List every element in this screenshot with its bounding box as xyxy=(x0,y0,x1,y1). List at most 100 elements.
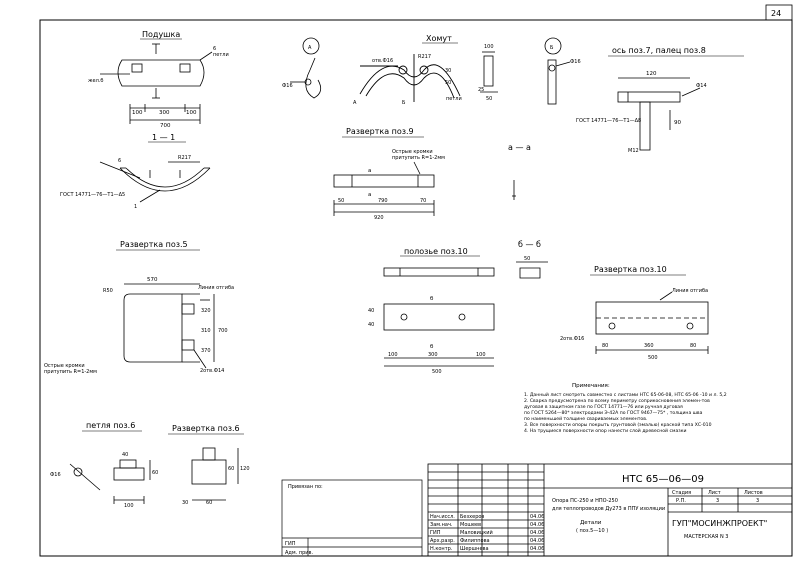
view-title-petlya6: петля поз.6 xyxy=(86,421,135,430)
svg-text:500: 500 xyxy=(432,369,442,375)
svg-text:Зам.нач.: Зам.нач. xyxy=(430,522,453,528)
svg-text:б: б xyxy=(430,344,434,350)
svg-text:310: 310 xyxy=(201,328,211,334)
sheet-number: 24 xyxy=(771,9,781,18)
org-name: ГУП"МОСИНЖПРОЕКТ" xyxy=(672,519,767,528)
svg-text:50: 50 xyxy=(524,256,530,262)
svg-text:700: 700 xyxy=(160,123,171,129)
svg-text:Линия отгиба: Линия отгиба xyxy=(672,288,708,294)
svg-text:3: 3 xyxy=(756,498,759,504)
svg-text:Лист: Лист xyxy=(708,490,721,496)
view-title-os-palec: ось поз.7, палец поз.8 xyxy=(612,46,706,55)
privyazan-block xyxy=(281,479,423,557)
drawing-code: НТС 65—06—09 xyxy=(622,474,704,485)
svg-text:А: А xyxy=(308,45,312,51)
svg-text:ГИП: ГИП xyxy=(430,530,441,536)
svg-text:Нач.иссл.: Нач.иссл. xyxy=(430,514,455,520)
svg-text:370: 370 xyxy=(201,348,211,354)
svg-text:40: 40 xyxy=(368,308,374,314)
svg-text:а: а xyxy=(368,192,371,198)
section-title-1-1: 1 — 1 xyxy=(152,133,175,142)
svg-text:04.06: 04.06 xyxy=(530,538,544,544)
svg-text:ГИП: ГИП xyxy=(285,541,296,547)
svg-text:60: 60 xyxy=(228,466,234,472)
note-1: 1. Данный лист смотреть совместно с лист… xyxy=(524,391,727,398)
svg-text:30: 30 xyxy=(182,500,188,506)
svg-text:100: 100 xyxy=(124,503,134,509)
note-3: 3. Все поверхности опоры покрыть грунтов… xyxy=(524,421,712,428)
callout-b xyxy=(544,37,562,55)
svg-text:отв.Ф16: отв.Ф16 xyxy=(372,58,393,64)
note-2c: по ГОСТ 5264—80* электродами Э-42А по ГО… xyxy=(524,410,703,416)
svg-text:100: 100 xyxy=(476,352,486,358)
svg-text:а: а xyxy=(368,168,371,174)
svg-text:Острые кромки: Острые кромки xyxy=(44,363,85,369)
svg-text:( поз.5—10 ): ( поз.5—10 ) xyxy=(576,528,608,534)
svg-text:1: 1 xyxy=(134,204,137,210)
svg-text:40: 40 xyxy=(368,322,374,328)
svg-text:920: 920 xyxy=(374,215,384,221)
svg-text:60: 60 xyxy=(152,470,158,476)
svg-text:притупить R=1-2мм: притупить R=1-2мм xyxy=(44,369,97,375)
sheet-number-box xyxy=(765,4,793,21)
svg-text:90: 90 xyxy=(674,120,681,126)
svg-text:М12: М12 xyxy=(628,148,639,154)
razvertka6-view xyxy=(191,447,239,501)
svg-text:Маловицкий: Маловицкий xyxy=(460,529,493,536)
svg-text:60: 60 xyxy=(206,500,212,506)
razvertka10-view xyxy=(595,291,709,354)
svg-text:700: 700 xyxy=(218,328,228,334)
notes-heading: Примечания: xyxy=(572,383,610,389)
svg-text:6: 6 xyxy=(118,158,121,164)
view-title-homut: Хомут xyxy=(426,34,452,43)
svg-text:120: 120 xyxy=(646,71,657,77)
view-title-razvertka10: Развертка поз.10 xyxy=(594,265,667,274)
svg-text:04.06: 04.06 xyxy=(530,546,544,552)
svg-text:Стадия: Стадия xyxy=(672,490,691,496)
svg-text:А: А xyxy=(353,100,357,106)
svg-text:Ф16: Ф16 xyxy=(282,83,293,89)
section-title-b-b: б — б xyxy=(518,240,541,249)
svg-text:Ф14: Ф14 xyxy=(696,83,707,89)
svg-text:Опора ПС-250 и НПО-250: Опора ПС-250 и НПО-250 xyxy=(552,498,618,504)
svg-text:100: 100 xyxy=(132,110,143,116)
homut-view xyxy=(359,54,461,102)
svg-text:Острые кромки: Острые кромки xyxy=(392,149,433,155)
svg-text:Адм. прив.: Адм. прив. xyxy=(285,550,313,556)
svg-text:30: 30 xyxy=(445,68,451,74)
detail-b-view xyxy=(547,59,571,105)
svg-text:петли: петли xyxy=(446,96,462,102)
svg-text:70: 70 xyxy=(420,198,426,204)
svg-text:Ф16: Ф16 xyxy=(570,59,581,65)
svg-text:притупить R=1-2мм: притупить R=1-2мм xyxy=(392,155,445,161)
label-zhelob: жел.б xyxy=(88,78,103,84)
svg-text:300: 300 xyxy=(428,352,438,358)
gost-weld-2: ГОСТ 14771—76—Т1—Δ8 xyxy=(576,118,641,124)
svg-text:320: 320 xyxy=(201,308,211,314)
svg-text:100: 100 xyxy=(388,352,398,358)
title-block xyxy=(427,463,793,557)
svg-text:04.06: 04.06 xyxy=(530,514,544,520)
callout-a xyxy=(302,37,320,55)
svg-text:Мошеев: Мошеев xyxy=(460,522,481,528)
razvertka5-view xyxy=(123,283,215,369)
workshop-name: МАСТЕРСКАЯ N 3 xyxy=(684,534,729,540)
svg-text:Шершнева: Шершнева xyxy=(460,546,489,552)
svg-text:R217: R217 xyxy=(178,155,191,161)
svg-text:Детали: Детали xyxy=(580,520,602,526)
svg-text:Арх.разр.: Арх.разр. xyxy=(430,538,455,544)
svg-text:Привязан по:: Привязан по: xyxy=(288,484,323,490)
svg-text:50: 50 xyxy=(445,80,451,86)
svg-text:40: 40 xyxy=(122,452,128,458)
svg-text:2отв.Ф16: 2отв.Ф16 xyxy=(560,336,584,342)
svg-text:360: 360 xyxy=(644,343,654,349)
view-title-podushka: Подушка xyxy=(142,30,180,39)
svg-text:100: 100 xyxy=(484,44,494,50)
razvertka9-view xyxy=(333,161,435,216)
svg-text:790: 790 xyxy=(378,198,388,204)
svg-text:Р.П.: Р.П. xyxy=(676,498,686,504)
svg-text:для теплопроводов Ду273 в ППУ: для теплопроводов Ду273 в ППУ изоляции xyxy=(552,506,665,512)
note-2d: по наименьшей толщине свариваемых элемен… xyxy=(524,415,647,422)
svg-text:120: 120 xyxy=(240,466,250,472)
section-b-b-view xyxy=(516,261,548,279)
